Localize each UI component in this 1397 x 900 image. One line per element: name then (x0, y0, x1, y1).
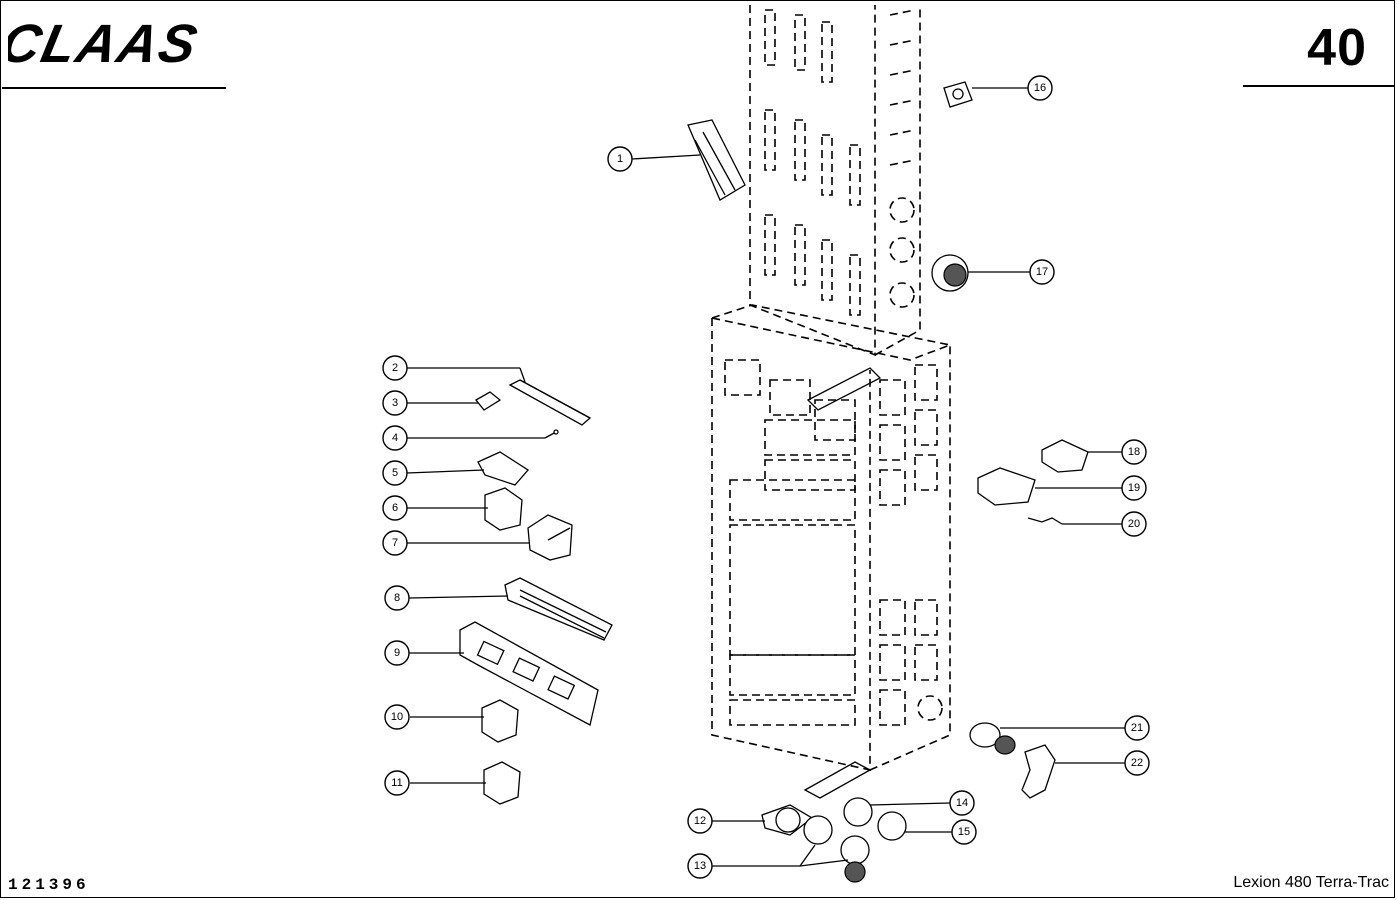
part-18-connector (1041, 439, 1089, 473)
callout-7: 7 (382, 530, 408, 556)
callout-5: 5 (382, 460, 408, 486)
upper-housing-outline (749, 5, 921, 357)
leader-lines (406, 87, 1125, 867)
callout-17: 17 (1029, 259, 1055, 285)
callout-6: 6 (382, 495, 408, 521)
svg-text:19: 19 (1128, 482, 1140, 494)
svg-text:1: 1 (617, 153, 623, 165)
page-number-rule (1243, 85, 1395, 87)
svg-text:2: 2 (392, 362, 398, 374)
part-3-clip (475, 391, 502, 411)
svg-text:9: 9 (394, 647, 400, 659)
svg-text:12: 12 (694, 815, 706, 827)
page-number: 40 (1307, 19, 1367, 77)
part-20-contacts (1027, 517, 1063, 525)
svg-text:21: 21 (1131, 722, 1143, 734)
svg-text:13: 13 (694, 860, 706, 872)
svg-text:16: 16 (1034, 82, 1046, 94)
svg-text:17: 17 (1036, 266, 1048, 278)
svg-text:10: 10 (391, 711, 403, 723)
part-16-grommet (943, 81, 973, 108)
svg-text:22: 22 (1131, 757, 1143, 769)
callout-3: 3 (382, 390, 408, 416)
part-21-socket (969, 722, 1016, 755)
callout-20: 20 (1121, 511, 1147, 537)
callout-15: 15 (951, 819, 977, 845)
part-17-circular-connector (931, 254, 969, 292)
callout-4: 4 (382, 425, 408, 451)
callout-11: 11 (384, 770, 410, 796)
svg-text:14: 14 (956, 797, 968, 809)
part-4-pin (544, 429, 559, 439)
part-10-plug (481, 699, 519, 743)
callout-9: 9 (384, 640, 410, 666)
part-2-terminal-strip (508, 379, 592, 426)
part-7-relay (527, 514, 573, 561)
callout-22: 22 (1124, 750, 1150, 776)
callout-19: 19 (1121, 475, 1147, 501)
parts-12-15-round-connectors (761, 797, 907, 883)
svg-text:11: 11 (391, 777, 402, 789)
callout-12: 12 (687, 808, 713, 834)
lower-housing-outline (708, 304, 953, 799)
svg-text:8: 8 (394, 592, 400, 604)
svg-text:20: 20 (1128, 518, 1140, 530)
callout-1: 1 (607, 146, 633, 172)
svg-text:15: 15 (958, 826, 970, 838)
callout-10: 10 (384, 704, 410, 730)
callout-8: 8 (384, 585, 410, 611)
claas-logo: CLAAS (8, 14, 204, 70)
svg-text:4: 4 (392, 432, 398, 444)
part-9-housing-frame (459, 621, 599, 726)
callout-16: 16 (1027, 75, 1053, 101)
callout-2: 2 (382, 355, 408, 381)
svg-text:3: 3 (392, 397, 398, 409)
part-6-socket (484, 487, 523, 531)
document-id: 121396 (8, 876, 90, 894)
svg-text:7: 7 (392, 537, 398, 549)
part-22-angled-plug (1021, 744, 1056, 799)
part-1-connector (687, 119, 746, 201)
callout-13: 13 (687, 853, 713, 879)
part-8-fuse-block (504, 577, 613, 641)
callout-14: 14 (949, 790, 975, 816)
callout-18: 18 (1121, 439, 1147, 465)
callout-21: 21 (1124, 715, 1150, 741)
svg-text:5: 5 (392, 467, 398, 479)
part-11-plug (483, 761, 521, 805)
part-19-connector (977, 467, 1036, 506)
brand-rule (2, 87, 226, 89)
svg-text:18: 18 (1128, 446, 1140, 458)
brand-logo-text: CLAAS (8, 14, 204, 70)
part-5-bracket (477, 451, 529, 486)
model-name: Lexion 480 Terra-Trac (1233, 874, 1389, 891)
svg-text:6: 6 (392, 502, 398, 514)
